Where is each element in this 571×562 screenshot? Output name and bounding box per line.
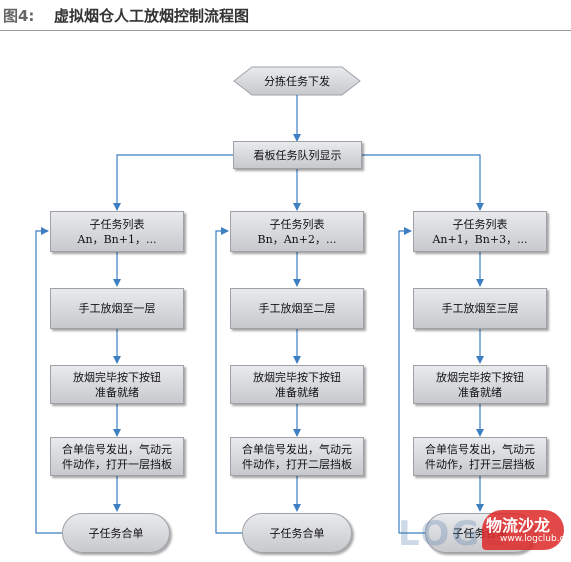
lane-1-list-items: An，Bn+1，... xyxy=(77,232,157,246)
queue-display-label: 看板任务队列显示 xyxy=(253,148,342,162)
lane-3-loop-back-arrow xyxy=(398,227,425,534)
lane-2-signal-step: 合单信号发出，气动元 件动作，打开二层挡板 xyxy=(230,437,364,476)
lane-3-manual-step: 手工放烟至三层 xyxy=(413,288,547,329)
lane-3-subtask-list: 子任务列表 An+1，Bn+3，... xyxy=(413,211,547,252)
lane-2-loop-back-arrow xyxy=(215,227,242,534)
lane-3-manual-label: 手工放烟至三层 xyxy=(441,302,519,315)
arrow-queue-to-lane-1 xyxy=(113,154,233,211)
lane-2-manual-label: 手工放烟至二层 xyxy=(258,302,336,315)
lane-1-signal-line-2: 件动作，打开一层挡板 xyxy=(62,457,172,471)
start-node-shape xyxy=(233,66,361,96)
lane-2-ready-line-2: 准备就绪 xyxy=(275,385,319,399)
arrow-queue-to-lane-3 xyxy=(362,154,484,211)
lane-2-signal-line-1: 合单信号发出，气动元 xyxy=(242,442,352,456)
lane-2-subtask-list: 子任务列表 Bn，An+2，... xyxy=(230,211,364,252)
start-node: 分拣任务下发 xyxy=(252,67,342,95)
lane-1-merge-label: 子任务合单 xyxy=(88,526,144,540)
lane-1-ready-line-1: 放烟完毕按下按钮 xyxy=(73,370,161,384)
lane-1-loop-back-arrow xyxy=(35,227,62,534)
lane-1-list-title: 子任务列表 xyxy=(89,217,145,231)
start-node-label: 分拣任务下发 xyxy=(264,74,330,88)
lane-1-manual-step: 手工放烟至一层 xyxy=(50,288,184,329)
lane-1-signal-step: 合单信号发出，气动元 件动作，打开一层挡板 xyxy=(50,437,184,476)
watermark-url: www.logclub.com xyxy=(500,534,571,544)
lane-1-ready-line-2: 准备就绪 xyxy=(95,385,139,399)
watermark-badge: 物流沙龙 www.logclub.com xyxy=(482,510,571,550)
lane-2-manual-step: 手工放烟至二层 xyxy=(230,288,364,329)
lane-2-merge-node: 子任务合单 xyxy=(242,513,352,553)
lane-2-merge-label: 子任务合单 xyxy=(269,526,325,540)
lane-1-signal-line-1: 合单信号发出，气动元 xyxy=(62,442,172,456)
lane-2-signal-line-2: 件动作，打开二层挡板 xyxy=(242,457,352,471)
figure-label: 图4: xyxy=(3,7,35,25)
lane-3-ready-line-1: 放烟完毕按下按钮 xyxy=(436,370,524,384)
lane-3-signal-line-1: 合单信号发出，气动元 xyxy=(425,442,535,456)
lane-1-merge-node: 子任务合单 xyxy=(62,513,170,553)
figure-title: 虚拟烟仓人工放烟控制流程图 xyxy=(54,7,250,25)
lane-2-ready-step: 放烟完毕按下按钮 准备就绪 xyxy=(230,365,364,404)
lane-2-list-items: Bn，An+2，... xyxy=(257,232,337,246)
lane-2-list-title: 子任务列表 xyxy=(269,217,325,231)
lane-3-list-items: An+1，Bn+3，... xyxy=(432,232,528,246)
watermark: LOGC 物流沙龙 www.logclub.com xyxy=(398,506,571,558)
lane-3-ready-step: 放烟完毕按下按钮 准备就绪 xyxy=(413,365,547,404)
lane-1-subtask-list: 子任务列表 An，Bn+1，... xyxy=(50,211,184,252)
lane-2-ready-line-1: 放烟完毕按下按钮 xyxy=(253,370,341,384)
lane-3-ready-line-2: 准备就绪 xyxy=(458,385,502,399)
lane-3-signal-line-2: 件动作，打开三层挡板 xyxy=(425,457,535,471)
watermark-name: 物流沙龙 xyxy=(486,516,551,535)
queue-display-node: 看板任务队列显示 xyxy=(233,141,362,169)
lane-3-list-title: 子任务列表 xyxy=(452,217,508,231)
lane-1-manual-label: 手工放烟至一层 xyxy=(78,302,156,315)
lane-1-ready-step: 放烟完毕按下按钮 准备就绪 xyxy=(50,365,184,404)
lane-3-signal-step: 合单信号发出，气动元 件动作，打开三层挡板 xyxy=(413,437,547,476)
figure-title-bar: 图4: 虚拟烟仓人工放烟控制流程图 xyxy=(0,0,571,31)
